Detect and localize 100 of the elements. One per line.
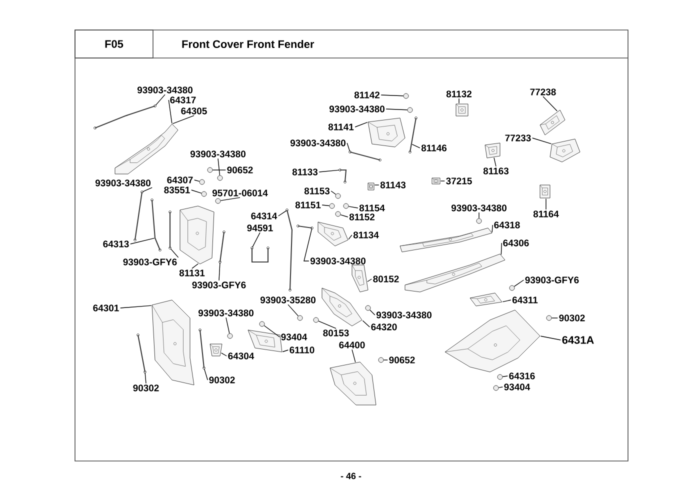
screw-icon bbox=[297, 315, 303, 321]
rod-drawing bbox=[94, 104, 156, 130]
rod-drawing bbox=[168, 210, 172, 250]
rod-drawing bbox=[134, 190, 144, 242]
part-drawing bbox=[484, 142, 500, 158]
leader-line bbox=[492, 224, 493, 233]
leader-line bbox=[191, 190, 202, 194]
part-number: 93903-34380 bbox=[198, 310, 254, 316]
screw-icon bbox=[546, 315, 552, 321]
screw-icon bbox=[378, 357, 384, 363]
part-drawing bbox=[318, 222, 348, 246]
leader-line bbox=[144, 372, 146, 384]
leader-line bbox=[218, 262, 220, 281]
part-number: 81143 bbox=[380, 182, 406, 188]
part-number: 93404 bbox=[281, 334, 308, 340]
part-number: 64307 bbox=[167, 176, 193, 184]
part-number: 93903-34380 bbox=[190, 150, 246, 158]
part-number: 93903-GFY6 bbox=[525, 276, 579, 284]
leader-line bbox=[367, 278, 372, 282]
leader-line bbox=[168, 100, 172, 124]
leader-line bbox=[494, 157, 496, 167]
leader-line bbox=[318, 170, 340, 172]
leader-line bbox=[264, 325, 280, 338]
leader-line bbox=[412, 144, 420, 148]
part-drawing bbox=[470, 292, 502, 306]
part-number: 93903-34380 bbox=[451, 204, 506, 212]
leader-line bbox=[352, 349, 356, 363]
leader-line bbox=[532, 138, 552, 144]
screw-icon bbox=[329, 203, 335, 209]
screw-icon bbox=[476, 218, 482, 224]
leader-line bbox=[380, 94, 404, 96]
rod-drawing bbox=[136, 334, 146, 374]
part-number: 81131 bbox=[179, 270, 205, 276]
section-code-cell: F05 bbox=[74, 30, 154, 58]
part-drawing bbox=[152, 300, 194, 386]
part-number: 64314 bbox=[251, 212, 278, 220]
leader-line bbox=[155, 94, 166, 106]
part-number: 93903-34380 bbox=[95, 180, 150, 186]
part-drawing bbox=[540, 184, 550, 198]
rod-drawing bbox=[338, 168, 347, 184]
screw-icon bbox=[365, 305, 371, 311]
leader-line bbox=[440, 180, 445, 182]
part-number: 64311 bbox=[512, 296, 538, 304]
part-number: 81134 bbox=[353, 232, 379, 238]
leader-line bbox=[386, 108, 408, 110]
screw-icon bbox=[313, 317, 319, 323]
leader-line bbox=[220, 352, 227, 356]
rod-drawing bbox=[408, 116, 418, 154]
leader-line bbox=[502, 300, 512, 302]
part-number: 93903-GFY6 bbox=[192, 282, 246, 288]
leader-line bbox=[318, 320, 336, 329]
part-drawing bbox=[322, 288, 362, 326]
part-number: 93903-34380 bbox=[329, 106, 384, 112]
leader-line bbox=[498, 386, 503, 388]
leader-line bbox=[348, 234, 352, 240]
screw-icon bbox=[497, 374, 503, 380]
screw-icon bbox=[403, 93, 409, 99]
leader-line bbox=[120, 305, 152, 308]
screw-icon bbox=[259, 321, 265, 327]
leader-line bbox=[542, 96, 558, 112]
leader-line bbox=[500, 242, 502, 256]
rod-drawing bbox=[286, 208, 293, 292]
part-number: 81132 bbox=[446, 90, 472, 98]
part-number: 81152 bbox=[349, 214, 375, 220]
part-number: 81146 bbox=[421, 144, 447, 152]
leader-line bbox=[340, 214, 348, 218]
leader-line bbox=[204, 368, 208, 380]
leader-line bbox=[288, 304, 299, 316]
part-number: 90302 bbox=[559, 314, 585, 322]
part-number: 93903-34380 bbox=[290, 140, 346, 146]
leader-line bbox=[458, 98, 460, 104]
part-drawing bbox=[114, 124, 178, 174]
part-number: 93903-35280 bbox=[260, 296, 316, 304]
screw-icon bbox=[343, 203, 349, 209]
screw-icon bbox=[227, 333, 233, 339]
part-drawing bbox=[210, 344, 222, 356]
part-drawing bbox=[432, 178, 440, 184]
part-number: 64304 bbox=[228, 352, 254, 360]
part-number: 90302 bbox=[133, 384, 159, 392]
part-number: 81141 bbox=[328, 124, 354, 130]
part-number: 90652 bbox=[389, 356, 415, 364]
part-number: 64306 bbox=[503, 240, 529, 246]
leader-line bbox=[278, 210, 287, 216]
part-number: 64317 bbox=[170, 96, 196, 104]
screw-icon bbox=[509, 285, 515, 291]
screw-icon bbox=[201, 191, 207, 197]
part-number: 90302 bbox=[209, 376, 235, 384]
leader-line bbox=[282, 350, 289, 352]
part-drawing bbox=[550, 138, 580, 162]
leader-line bbox=[170, 248, 179, 258]
part-number: 93903-34380 bbox=[310, 258, 366, 264]
leader-line bbox=[514, 280, 524, 287]
leader-line bbox=[478, 212, 480, 219]
part-drawing bbox=[330, 362, 376, 406]
leader-line bbox=[218, 158, 220, 176]
part-number: 95701-06014 bbox=[212, 190, 268, 196]
leader-line bbox=[370, 310, 376, 316]
leader-line bbox=[252, 232, 260, 248]
leader-line bbox=[540, 336, 562, 340]
part-number: 77233 bbox=[505, 134, 531, 142]
